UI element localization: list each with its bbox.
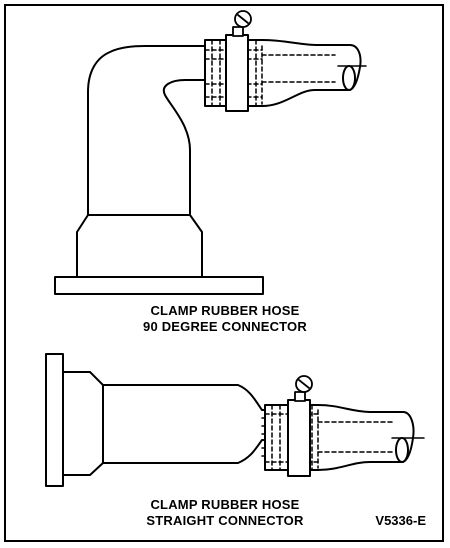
top-caption: CLAMP RUBBER HOSE 90 DEGREE CONNECTOR [0,303,450,335]
straight-hose-end [395,437,409,463]
straight-clamp-band [287,399,311,477]
straight-connector [45,353,425,487]
elbow-body [87,45,206,216]
hose-end [342,65,356,91]
bottom-caption: CLAMP RUBBER HOSE STRAIGHT CONNECTOR [0,497,450,529]
straight-body [102,384,271,464]
base-flange [54,276,264,295]
connector-collar [76,214,203,278]
clamp-screw [232,10,252,37]
hose-clamp-band [225,34,249,112]
top-caption-line1: CLAMP RUBBER HOSE [150,303,300,318]
ninety-degree-connector [54,10,367,295]
top-caption-line2: 90 DEGREE CONNECTOR [143,319,307,334]
straight-collar [62,371,104,476]
straight-clamp-screw [294,375,313,402]
side-flange [45,353,64,487]
reference-code: V5336-E [375,513,426,528]
bottom-caption-line2: STRAIGHT CONNECTOR [146,513,304,528]
bottom-caption-line1: CLAMP RUBBER HOSE [150,497,300,512]
